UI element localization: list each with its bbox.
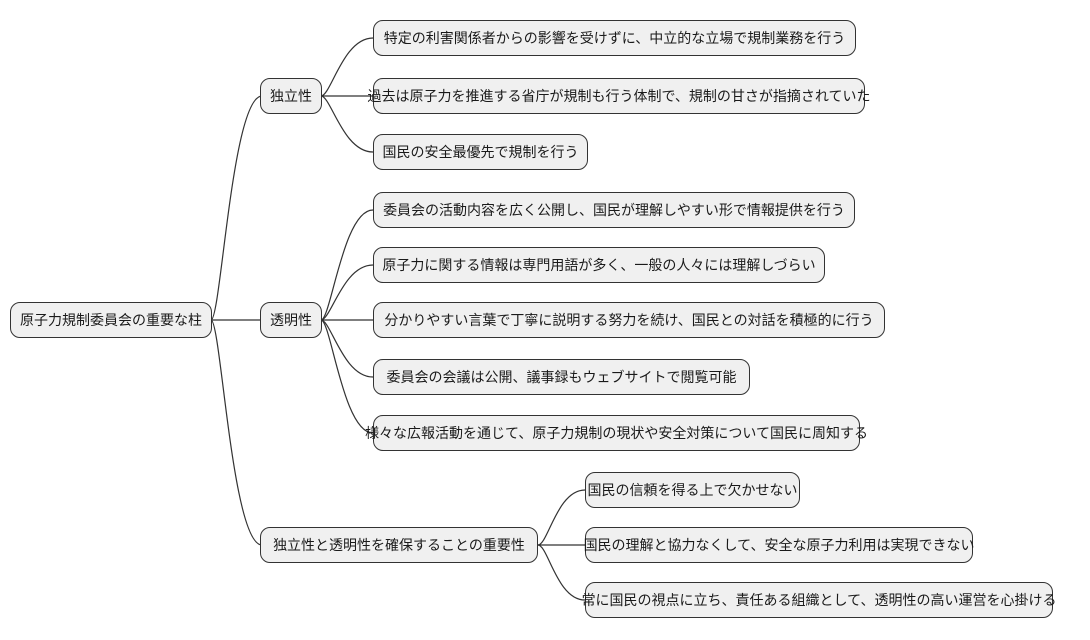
edge-transparency-leaf-4: [320, 319, 374, 434]
branch-node-independence: 独立性: [260, 78, 322, 114]
edge-transparency-leaf-0: [320, 209, 374, 321]
edge-transparency-leaf-1: [320, 264, 374, 321]
leaf-node: 常に国民の視点に立ち、責任ある組織として、透明性の高い運営を心掛ける: [582, 582, 1056, 618]
edge-independence-leaf-2: [320, 95, 374, 153]
edge-importance-leaf-0: [537, 489, 586, 546]
root-node: 原子力規制委員会の重要な柱: [10, 302, 212, 338]
leaf-node: 原子力に関する情報は専門用語が多く、一般の人々には理解しづらい: [373, 247, 825, 283]
leaf-node: 国民の安全最優先で規制を行う: [373, 134, 588, 170]
leaf-node: 国民の理解と協力なくして、安全な原子力利用は実現できない: [584, 527, 974, 563]
leaf-node: 委員会の会議は公開、議事録もウェブサイトで閲覧可能: [373, 359, 750, 395]
edge-root-independence: [210, 95, 263, 321]
branch-node-importance: 独立性と透明性を確保することの重要性: [260, 527, 538, 563]
leaf-node: 国民の信頼を得る上で欠かせない: [585, 472, 800, 508]
leaf-node: 特定の利害関係者からの影響を受けずに、中立的な立場で規制業務を行う: [373, 20, 856, 56]
edge-transparency-leaf-3: [320, 319, 374, 378]
edge-importance-leaf-2: [537, 544, 586, 601]
leaf-node: 委員会の活動内容を広く公開し、国民が理解しやすい形で情報提供を行う: [373, 192, 855, 228]
edge-root-importance: [210, 319, 263, 546]
edge-independence-leaf-0: [320, 37, 374, 97]
leaf-node: 過去は原子力を推進する省庁が規制も行う体制で、規制の甘さが指摘されていた: [367, 78, 871, 114]
leaf-node: 分かりやすい言葉で丁寧に説明する努力を続け、国民との対話を積極的に行う: [373, 302, 885, 338]
leaf-node: 様々な広報活動を通じて、原子力規制の現状や安全対策について国民に周知する: [365, 415, 868, 451]
branch-node-transparency: 透明性: [260, 302, 322, 338]
